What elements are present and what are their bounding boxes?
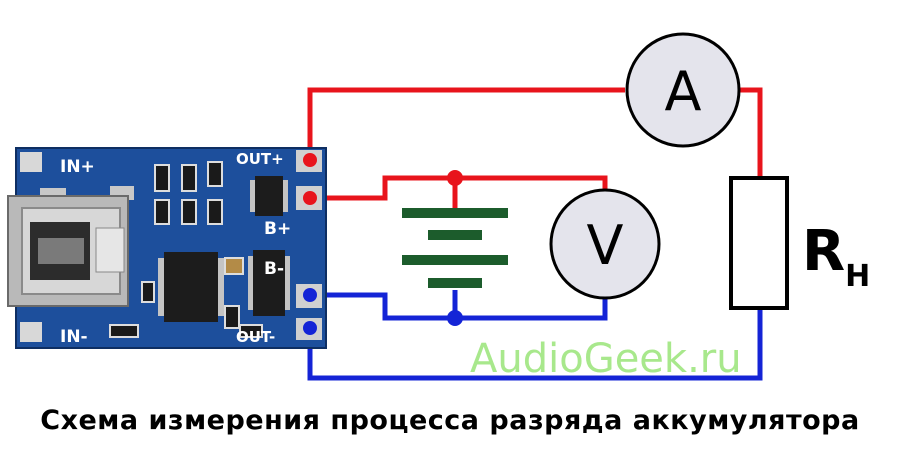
load-label: RН [802,219,870,294]
wire-out-plus-to-ammeter [307,87,625,160]
usb-pins [95,227,125,273]
battery-plate-short-1 [428,230,482,240]
label-in-plus: IN+ [60,157,95,177]
junction-dot-minus [447,310,463,326]
ic-body [253,250,285,316]
label-b-minus: B- [264,259,284,279]
terminal-b-minus [303,288,317,302]
smd-resistor [109,324,139,338]
pcb-corner-pad [20,152,42,172]
wire-b-plus-to-battery [310,175,608,201]
voltmeter-label: V [587,214,624,277]
pcb-corner-pad [20,322,42,342]
load-label-main: R [802,219,845,284]
terminal-out-plus [303,153,317,167]
voltmeter: V [549,188,661,300]
voltmeter-circle [549,188,661,300]
smd-resistor [224,305,240,329]
label-out-plus: OUT+ [236,150,284,168]
label-b-plus: B+ [264,219,291,239]
junction-dot-plus [447,170,463,186]
battery-plate-short-2 [428,278,482,288]
usb-tongue [38,238,84,264]
wire-ammeter-to-load [740,87,763,178]
smd-resistor [154,199,170,225]
charger-module-board: IN+ IN- OUT+ B+ B- OUT- [7,147,327,349]
battery-plate-long-1 [402,208,508,218]
caption: Схема измерения процесса разряда аккумул… [40,405,860,436]
ammeter: A [625,32,741,148]
load-resistor-body [729,176,789,310]
smd-components [109,161,263,338]
smd-led [181,164,197,192]
wire-b-minus-to-battery [310,292,608,321]
label-out-minus: OUT- [236,328,275,346]
smd-led [154,164,170,192]
load-label-subscript: Н [845,259,870,294]
charger-ic [158,252,224,322]
smd-resistor [239,324,263,338]
label-in-minus: IN- [60,327,88,347]
smd-resistor [207,199,223,225]
watermark: AudioGeek.ru [470,336,742,382]
terminal-b-plus [303,191,317,205]
smd-resistor [207,161,223,187]
ammeter-circle [625,32,741,148]
mosfet-ic [250,176,288,216]
ic-body [255,176,283,216]
smd-capacitor [224,257,244,275]
battery-symbol [402,208,508,288]
terminal-out-minus [303,321,317,335]
ammeter-label: A [665,60,702,123]
smd-resistor [181,199,197,225]
wire-out-minus-to-load [307,308,763,381]
load-resistor: RН [729,176,870,310]
battery-plate-long-2 [402,255,508,265]
usb-connector [7,195,129,307]
smd-resistor [141,281,155,303]
ic-body [164,252,218,322]
protection-ic [248,250,290,316]
